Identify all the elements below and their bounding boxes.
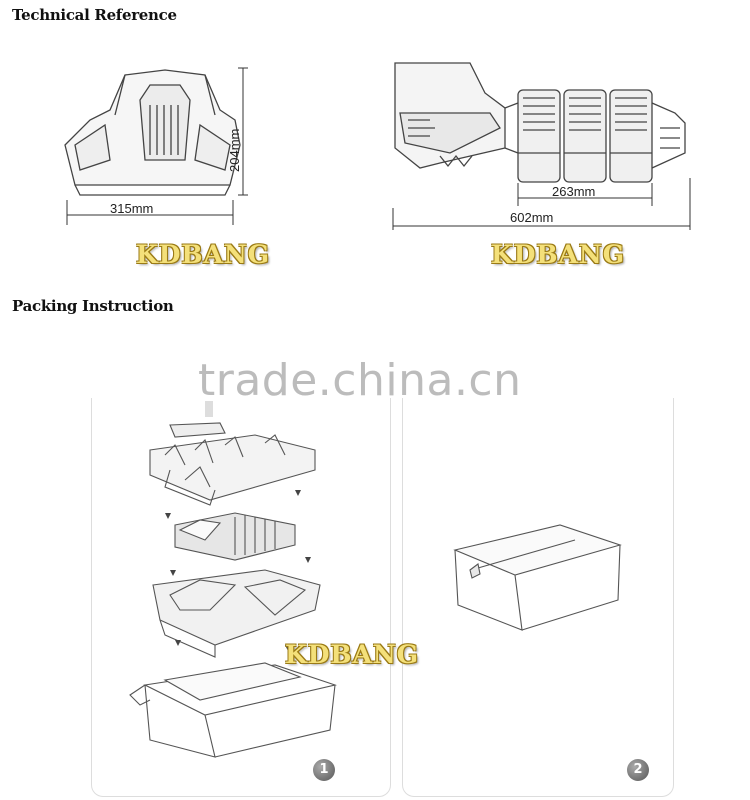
packing-step-panel-2 <box>402 398 674 797</box>
front-width-label: 315mm <box>110 201 153 216</box>
side-view-labels: 263mm 602mm <box>510 184 595 225</box>
packing-step-panel-1 <box>91 398 391 797</box>
watermark-text: trade.china.cn <box>198 355 522 406</box>
front-height-label: 204mm <box>227 129 242 172</box>
step-number-1: 1 <box>313 759 335 781</box>
brand-logo-left: KDBANG <box>136 240 271 269</box>
sealed-box-illustration <box>453 524 622 631</box>
side-module-label: 263mm <box>552 184 595 199</box>
brand-logo-right: KDBANG <box>491 240 626 269</box>
brand-logo-center: KDBANG <box>285 640 420 669</box>
exploded-packing-illustration <box>129 401 338 758</box>
side-length-label: 602mm <box>510 210 553 225</box>
technical-reference-heading: Technical Reference <box>12 6 177 24</box>
packing-instruction-heading: Packing Instruction <box>12 297 174 315</box>
side-view-drawing <box>392 62 691 230</box>
step-number-2: 2 <box>627 759 649 781</box>
front-view-drawing <box>64 67 248 225</box>
front-view-labels: 315mm 204mm <box>110 129 242 216</box>
